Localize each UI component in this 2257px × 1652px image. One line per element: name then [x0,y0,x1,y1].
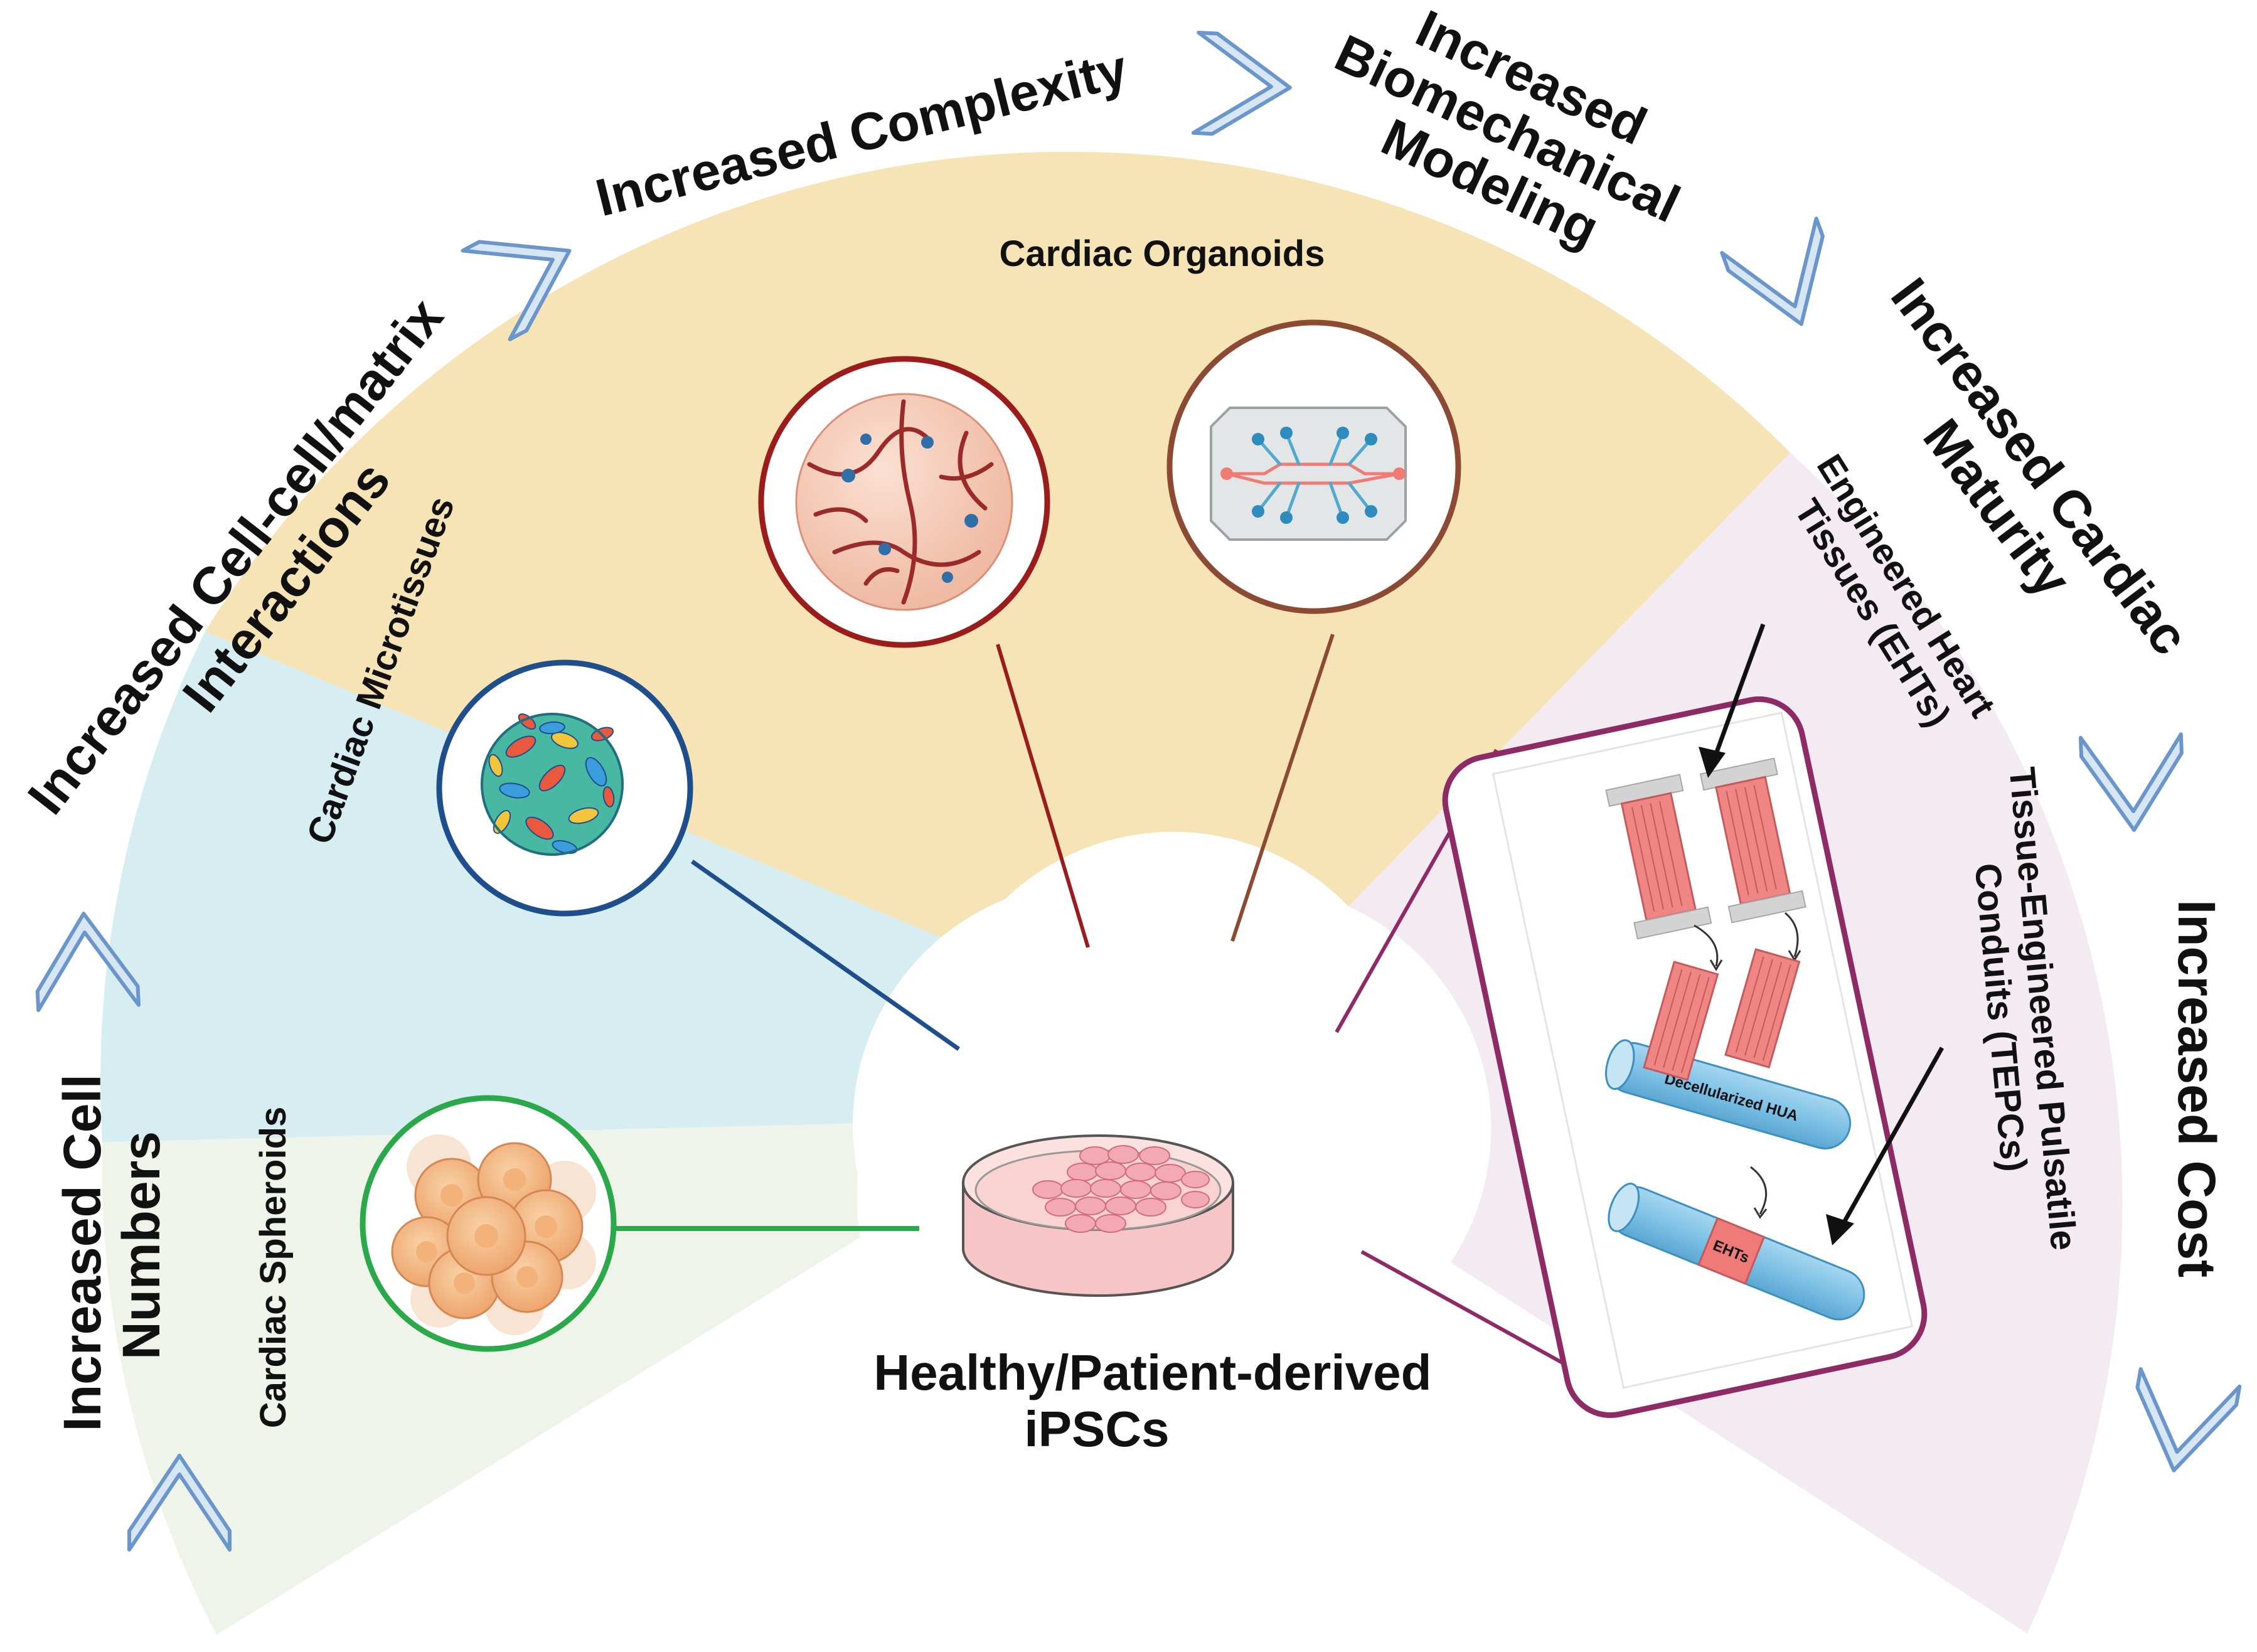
pointer-arrow-eht [1699,623,1766,778]
petri-dish-icon [962,1134,1234,1297]
connector-microtissues [690,860,961,1051]
cell-cluster-icon [360,1095,617,1352]
organ-on-chip-icon [1166,319,1461,614]
label-cardiac-organoids: Cardiac Organoids [1000,233,1325,274]
pointer-arrow-tepc [1826,1047,1945,1245]
trend-cell-numbers: Increased Cell Numbers [53,1060,171,1432]
vascularized-organoid-icon [758,356,1050,648]
sector-spheroids [102,1122,869,1635]
eht-callout-panel: Decellularized HUA EHTs [1442,696,1928,1419]
connector-organoid-left [996,644,1090,948]
chevron-arrow-icon [1720,216,1825,326]
trend-cost: Increased Cost [2167,900,2226,1277]
chevron-arrow-icon [127,1454,232,1552]
chevron-arrow-icon [461,240,572,341]
eht-strip-icon [1699,757,1806,924]
chevron-arrow-icon [35,912,141,1013]
chevron-arrow-icon [1191,30,1292,136]
center-label: Healthy/Patient-derived iPSCs [873,1345,1445,1457]
connector-organoid-right [1230,634,1335,942]
tepc-conduit: EHTs [1608,1183,1865,1321]
label-cardiac-spheroids: Cardiac Spheroids [253,1107,294,1428]
chevron-arrow-icon [2135,1367,2242,1473]
eht-strip-icon [1605,774,1712,940]
microtissue-sphere-icon [436,659,693,917]
chevron-arrow-icon [2078,732,2184,832]
